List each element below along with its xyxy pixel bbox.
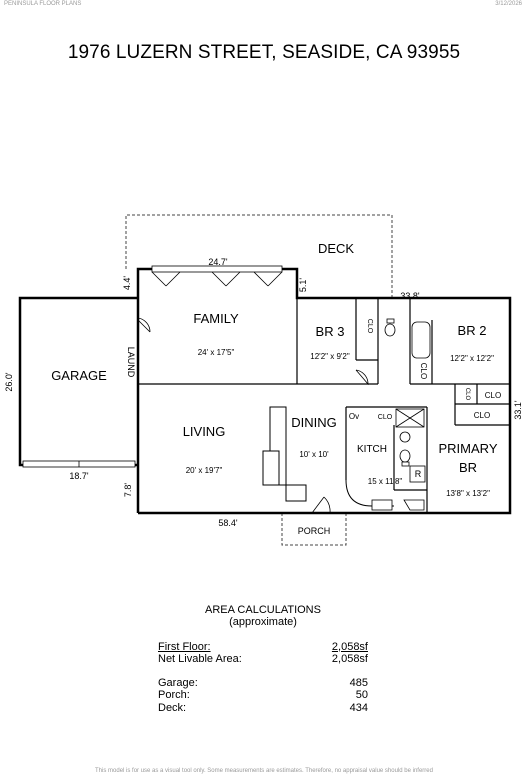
area-title: AREA CALCULATIONS [205,604,321,616]
area-row: Garage: 485 [158,677,368,689]
label-porch: PORCH [298,526,331,536]
label-deck: DECK [318,241,354,256]
area-calculations: AREA CALCULATIONS (approximate) First Fl… [158,604,368,714]
area-label: Garage: [158,677,198,690]
area-row: Net Livable Area: 2,058sf [158,653,368,665]
family-walls [136,267,348,513]
label-clo-br3: CLO [366,319,373,334]
label-fridge: R [415,469,422,479]
label-clo-bath: CLO [419,363,428,379]
label-clo-br2a: CLO [485,391,501,400]
area-label: First Floor: [158,640,211,653]
area-label: Net Livable Area: [158,652,242,665]
area-value: 485 [349,677,368,690]
dim-family: 24' x 17'5" [198,348,235,357]
dim-br2: 12'2" x 12'2" [450,354,494,363]
label-laund: LAUND [126,347,136,378]
area-row: Porch: 50 [158,689,368,701]
dim-br3: 12'2" x 9'2" [310,352,350,361]
header-company: PENINSULA FLOOR PLANS [4,1,82,7]
label-family: FAMILY [193,311,239,326]
label-dining: DINING [291,415,337,430]
area-subtitle: (approximate) [229,616,297,629]
area-label: Porch: [158,689,190,702]
porch-door [311,496,331,514]
deck-outline [125,214,393,299]
main-walls [138,296,512,515]
area-row: Deck: 434 [158,702,368,714]
footer-disclaimer: This model is for use as a visual tool o… [95,768,433,774]
page-title: 1976 LUZERN STREET, SEASIDE, CA 93955 [67,42,461,63]
area-label: Deck: [158,701,187,714]
label-br3: BR 3 [316,324,345,339]
dim-living-left: 7.8' [123,483,133,498]
dim-right: 33.1' [513,400,523,420]
dim-dining: 10' x 10' [299,450,329,459]
br3-door [355,369,369,386]
laundry-door [137,317,151,333]
area-value: 2,058sf [331,652,368,665]
dim-bottom: 58.4' [218,518,238,528]
label-living: LIVING [183,424,226,439]
dim-garage-left: 26.0' [4,372,14,392]
fireplace [262,406,307,502]
label-clo-small: CLO [464,388,470,401]
porch-outline [281,513,347,546]
label-kitch: KITCH [357,444,387,455]
sink-kitchen [399,431,411,443]
toilet [384,323,396,337]
area-value: 2,058sf [331,640,368,653]
kitchen-island [371,499,425,511]
area-row: First Floor: 2,058sf [158,641,368,653]
label-br2: BR 2 [458,323,487,338]
fridge [409,465,426,483]
dim-family-right: 5.1' [298,278,308,293]
area-value: 50 [355,689,368,702]
bathtub [411,321,431,359]
label-oven: Ov [349,412,359,421]
area-value: 434 [349,701,368,714]
label-primary-1: PRIMARY [439,441,498,456]
dim-kitch: 15 x 11'8" [368,477,403,486]
sink-bath [399,449,411,463]
header-date: 3/12/2026 [495,1,522,7]
dim-garage-bottom: 18.7' [69,471,89,481]
label-primary-2: BR [459,460,477,475]
family-sliding-doors [151,265,283,287]
dim-family-top: 24.7' [208,257,228,267]
garage-door [22,460,136,468]
dim-deck-side: 4.4' [122,276,132,291]
dim-primary: 13'8" x 13'2" [446,489,490,498]
label-clo-kitch: CLO [378,414,393,421]
dim-top-right: 33.8' [400,291,420,301]
label-garage: GARAGE [51,368,107,383]
dim-living: 20' x 19'7" [186,466,223,475]
label-clo-br2b: CLO [474,411,490,420]
